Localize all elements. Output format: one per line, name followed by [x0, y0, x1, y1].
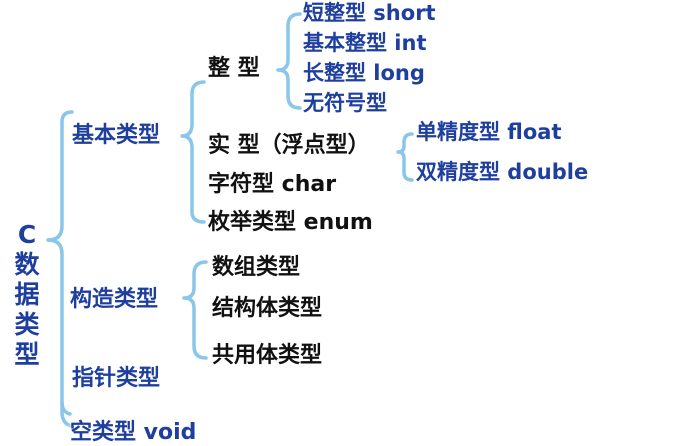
real-type-double: 双精度型 double [416, 160, 589, 184]
real-bracket [396, 132, 414, 182]
void-type-label: 空类型 void [70, 420, 197, 445]
integer-type-unsigned: 无符号型 [303, 91, 387, 115]
union-type-label: 共用体类型 [212, 343, 323, 368]
array-type-label: 数组类型 [212, 255, 301, 280]
integer-bracket [276, 12, 302, 110]
integer-label: 整 型 [208, 56, 260, 81]
root-label-char: 型 [14, 340, 40, 369]
main-bracket-tick [60, 400, 72, 416]
integer-type-short: 短整型 short [303, 1, 436, 25]
enum-label: 枚举类型 enum [208, 210, 373, 235]
real-type-float: 单精度型 float [416, 120, 562, 144]
root-label: C 数 据 类 型 [12, 220, 42, 370]
basic-bracket [180, 80, 206, 224]
root-label-char: C [17, 220, 37, 249]
root-label-char: 据 [14, 280, 40, 309]
constructed-type-label: 构造类型 [70, 287, 159, 312]
struct-type-label: 结构体类型 [212, 296, 323, 321]
root-label-char: 类 [14, 310, 40, 339]
main-bracket [46, 110, 74, 428]
root-label-char: 数 [14, 250, 40, 279]
char-label: 字符型 char [208, 172, 337, 197]
real-label: 实 型（浮点型） [208, 133, 370, 158]
basic-type-label: 基本类型 [72, 123, 161, 148]
integer-type-int: 基本整型 int [303, 31, 427, 55]
constructed-bracket [182, 260, 208, 360]
integer-type-long: 长整型 long [303, 61, 425, 85]
pointer-type-label: 指针类型 [72, 366, 161, 391]
